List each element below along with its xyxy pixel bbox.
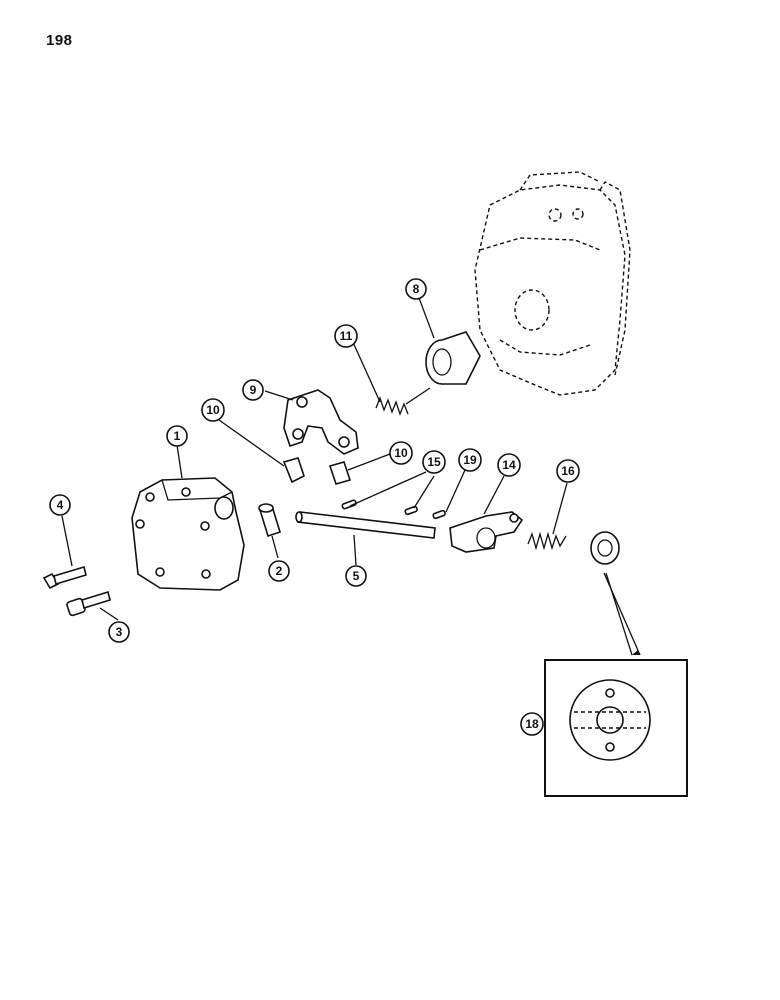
leader-lines bbox=[61, 297, 568, 621]
part-10-block-right bbox=[328, 461, 352, 485]
callout-4: 4 bbox=[49, 494, 71, 516]
part-3-cap-screw bbox=[66, 590, 111, 617]
part-15-pin-b bbox=[404, 505, 418, 516]
callout-14: 14 bbox=[497, 453, 521, 477]
part-8-splined-coupler bbox=[425, 331, 481, 385]
washer bbox=[590, 531, 620, 565]
part-5-shaft bbox=[295, 511, 436, 539]
svg-text:18: 18 bbox=[525, 717, 539, 731]
part-4-bolt bbox=[42, 565, 87, 590]
callout-11: 11 bbox=[334, 324, 358, 348]
svg-text:9: 9 bbox=[250, 383, 257, 397]
transmission-housing-outline bbox=[474, 171, 631, 396]
callout-18: 18 bbox=[520, 712, 544, 736]
part-15-pin-a bbox=[341, 499, 357, 510]
svg-text:4: 4 bbox=[57, 498, 64, 512]
svg-text:3: 3 bbox=[116, 625, 123, 639]
callout-10-left: 10 bbox=[201, 398, 225, 422]
svg-text:11: 11 bbox=[340, 329, 353, 343]
svg-text:5: 5 bbox=[353, 569, 360, 583]
part-14-lever bbox=[449, 511, 524, 553]
detail-inset-box bbox=[544, 572, 688, 797]
svg-text:10: 10 bbox=[206, 403, 220, 417]
callout-9: 9 bbox=[242, 379, 264, 401]
callout-16: 16 bbox=[556, 459, 580, 483]
callout-5: 5 bbox=[345, 565, 367, 587]
svg-text:14: 14 bbox=[502, 458, 516, 472]
part-19-pin bbox=[432, 509, 446, 520]
callout-3: 3 bbox=[108, 621, 130, 643]
callout-19: 19 bbox=[458, 448, 482, 472]
callout-10-right: 10 bbox=[389, 441, 413, 465]
callout-1: 1 bbox=[166, 425, 188, 447]
page-number: 198 bbox=[46, 32, 73, 49]
callout-2: 2 bbox=[268, 560, 290, 582]
part-1-cover-plate bbox=[131, 477, 245, 591]
svg-text:2: 2 bbox=[276, 564, 283, 578]
svg-text:19: 19 bbox=[463, 453, 477, 467]
svg-text:15: 15 bbox=[427, 455, 441, 469]
part-16-spring bbox=[527, 531, 567, 551]
callout-15: 15 bbox=[422, 450, 446, 474]
svg-text:1: 1 bbox=[174, 429, 181, 443]
part-11-torsion-spring bbox=[375, 387, 431, 416]
part-10-block-left bbox=[282, 457, 305, 484]
part-9-shift-fork bbox=[283, 389, 359, 455]
svg-text:10: 10 bbox=[394, 446, 408, 460]
part-2-bushing bbox=[258, 503, 281, 538]
svg-text:8: 8 bbox=[413, 282, 420, 296]
callout-8: 8 bbox=[405, 278, 427, 300]
svg-text:16: 16 bbox=[561, 464, 575, 478]
